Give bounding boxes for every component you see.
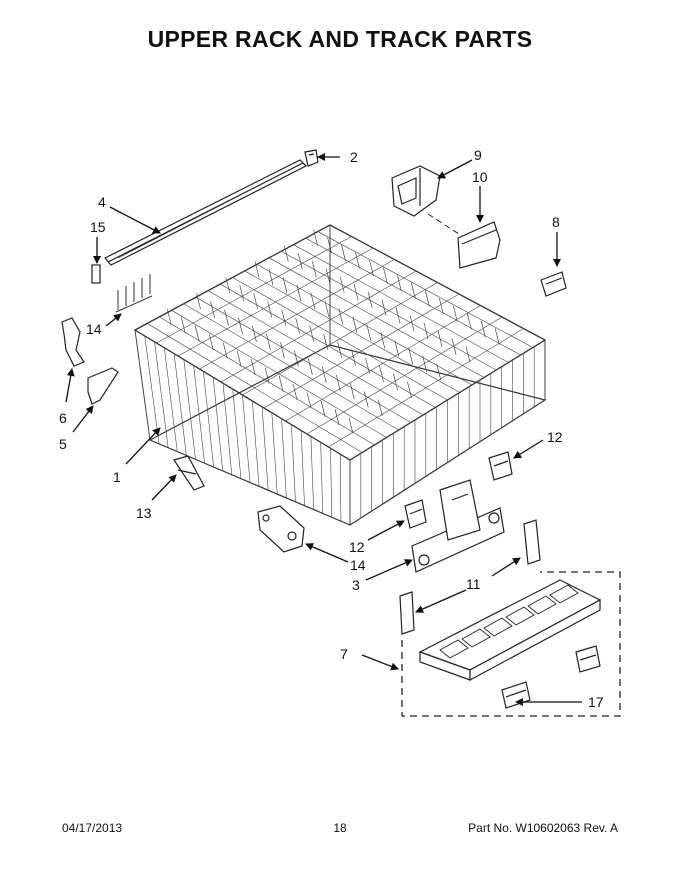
part-3-adjuster [411, 479, 505, 573]
part-11-track-left [399, 591, 415, 635]
callout-5: 5 [59, 436, 67, 452]
page-title: UPPER RACK AND TRACK PARTS [147, 26, 533, 52]
part-10-cover [457, 221, 501, 269]
footer-page-number: 18 [333, 821, 347, 835]
part-17-clip-left [501, 681, 531, 709]
leader-13 [151, 474, 177, 501]
leader-11-right [491, 557, 521, 577]
callout-9: 9 [474, 147, 482, 163]
leader-3 [365, 559, 413, 581]
part-2-clip [304, 149, 319, 167]
leader-7 [361, 654, 399, 671]
callout-3: 3 [352, 577, 360, 593]
part-8-clip [540, 271, 567, 297]
leader-5 [72, 405, 94, 433]
leader-4 [109, 206, 161, 234]
callout-11: 11 [466, 576, 481, 592]
part-15-tines [115, 274, 153, 313]
leader-6 [65, 368, 75, 403]
callout-6: 6 [59, 410, 67, 426]
part-16-end-cap [91, 264, 101, 284]
callout-1: 1 [113, 469, 121, 485]
callout-12-lower: 12 [349, 539, 365, 555]
callout-15: 14 [86, 321, 102, 337]
leader-15 [105, 313, 122, 327]
callout-8: 8 [552, 214, 560, 230]
leader-9 [437, 159, 473, 179]
footer-date: 04/17/2013 [62, 821, 123, 835]
part-14-stop [257, 505, 305, 553]
part-7-rack [418, 579, 602, 682]
leader-11-left [415, 589, 467, 613]
footer-part-number: Part No. W10602063 Rev. A [468, 821, 618, 835]
callout-16: 15 [90, 219, 106, 235]
part-17-clip-right [575, 645, 601, 673]
leader-lines [65, 153, 582, 706]
part-12-clip-lower [404, 499, 427, 529]
callout-14: 14 [350, 557, 366, 573]
part-5-adjuster [87, 367, 119, 405]
callout-10: 10 [472, 169, 488, 185]
part-6-lever [61, 317, 85, 367]
part-11-track-right [523, 519, 541, 565]
leader-12b [367, 520, 405, 541]
callout-4: 4 [98, 194, 106, 210]
callout-7: 7 [340, 646, 348, 662]
callout-labels: 2 4 15 14 6 5 1 13 9 10 8 12 12 14 3 11 … [59, 147, 604, 710]
callout-12-upper: 12 [547, 429, 563, 445]
leader-12a [513, 439, 544, 459]
callout-2: 2 [350, 149, 358, 165]
callout-13: 13 [136, 505, 152, 521]
part-4-rail [104, 159, 308, 266]
part-9-bracket [391, 165, 441, 217]
callout-17: 17 [588, 694, 604, 710]
part-12-clip-upper [488, 451, 513, 481]
part-1-rack-basket [133, 224, 547, 526]
leader-1 [125, 427, 161, 465]
part-7-kit-box [401, 571, 621, 717]
part-13-clip [173, 455, 205, 491]
leader-14 [305, 543, 349, 563]
